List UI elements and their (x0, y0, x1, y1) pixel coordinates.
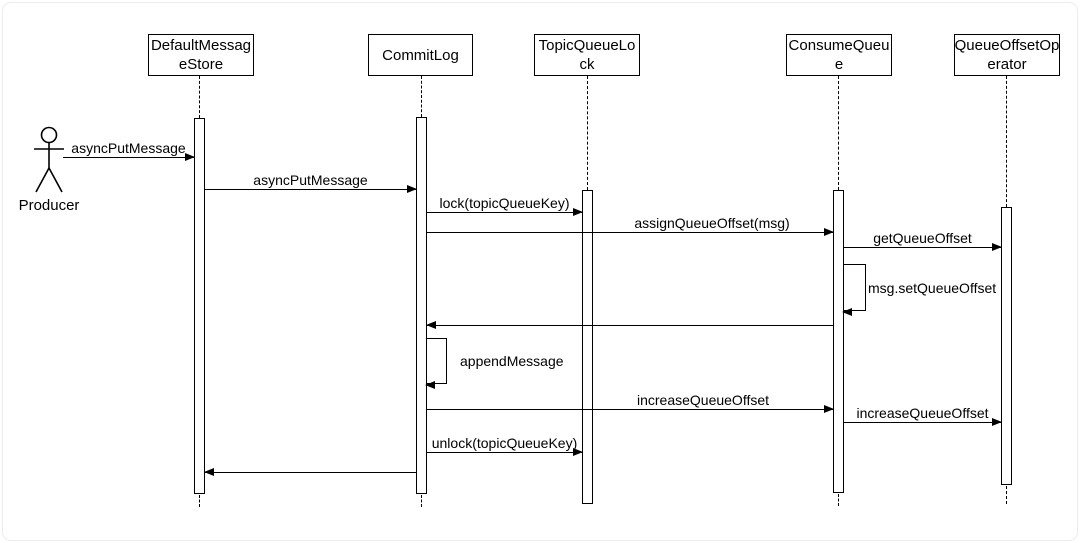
message-line (844, 247, 1001, 248)
message-line (205, 189, 416, 190)
message-label: assignQueueOffset(msg) (634, 215, 790, 231)
message-label: increaseQueueOffset (636, 392, 770, 408)
activation-consumequeue (833, 190, 844, 493)
lifeline-topicqueuelock (587, 76, 588, 190)
participant-consumequeue: ConsumeQueu e (786, 34, 892, 76)
participant-label: eStore (178, 56, 224, 73)
arrowhead-right-icon (407, 185, 417, 193)
message-unlock-topicqueuekey: unlock(topicQueueKey) (427, 435, 583, 456)
message-label: unlock(topicQueueKey) (431, 435, 578, 451)
message-label: msg.setQueueOffset (868, 279, 997, 296)
self-message-appendmessage: appendMessage (425, 338, 564, 389)
lifeline-stub-consumequeue (838, 494, 839, 506)
arrowhead-right-icon (992, 243, 1002, 251)
message-label: asyncPutMessage (253, 172, 368, 188)
message-increasequeueoffset-consumequeue: increaseQueueOffset (844, 405, 1002, 426)
participant-label: e (834, 56, 844, 73)
message-increasequeueoffset-commitlog: increaseQueueOffset (427, 392, 834, 413)
return-message-to-commitlog (426, 321, 833, 329)
message-line (205, 472, 416, 473)
participant-defaultmessagestore: DefaultMessag eStore (148, 34, 254, 76)
return-message-to-defaultmessagestore (204, 468, 416, 476)
message-label: getQueueOffset (873, 230, 972, 246)
lifeline-stub-defaultmessagestore (199, 495, 200, 507)
lifeline-stub-commitlog (421, 495, 422, 507)
message-label: increaseQueueOffset (856, 405, 989, 421)
participant-topicqueuelock: TopicQueueLo ck (534, 34, 640, 76)
arrowhead-left-icon (204, 468, 214, 476)
lifeline-defaultmessagestore (199, 76, 200, 118)
arrowhead-right-icon (992, 418, 1002, 426)
message-label: asyncPutMessage (71, 140, 186, 156)
arrowhead-right-icon (185, 153, 195, 161)
arrowhead-right-icon (573, 208, 583, 216)
message-line (427, 325, 833, 326)
message-line (63, 157, 194, 158)
message-line (427, 232, 833, 233)
self-message-setqueueoffset: msg.setQueueOffset (842, 264, 996, 316)
activation-queueoffsetoperator (1001, 207, 1012, 485)
participant-label: QueueOffsetOp (954, 37, 1060, 54)
lifeline-consumequeue (838, 76, 839, 190)
participant-label: DefaultMessag (150, 37, 252, 54)
arrowhead-right-icon (573, 448, 583, 456)
message-getqueueoffset: getQueueOffset (844, 230, 1002, 251)
message-line (844, 422, 1001, 423)
actor-label-producer: Producer (18, 197, 80, 214)
message-asyncputmessage-producer: asyncPutMessage (63, 140, 195, 161)
arrowhead-left-icon (842, 308, 852, 316)
activation-defaultmessagestore (194, 118, 205, 494)
arrowhead-left-icon (426, 321, 436, 329)
participant-label: ck (579, 56, 595, 73)
activation-commitlog (416, 117, 427, 494)
message-lock-topicqueuekey: lock(topicQueueKey) (427, 195, 583, 216)
message-label: appendMessage (460, 353, 564, 369)
message-line (427, 452, 582, 453)
activation-topicqueuelock (582, 190, 593, 504)
participant-label: ConsumeQueu (788, 37, 890, 54)
lifeline-stub-queueoffsetoperator (1006, 486, 1007, 504)
participant-label: CommitLog (382, 46, 459, 64)
participant-label: erator (987, 56, 1027, 73)
message-line (427, 409, 833, 410)
participant-label: TopicQueueLo (538, 37, 636, 54)
arrowhead-right-icon (824, 228, 834, 236)
participant-queueoffsetoperator: QueueOffsetOp erator (954, 34, 1060, 76)
actor-icon (34, 126, 64, 193)
lifeline-commitlog (421, 76, 422, 117)
message-assignqueueoffset: assignQueueOffset(msg) (427, 215, 834, 236)
participant-commitlog: CommitLog (368, 34, 473, 76)
lifeline-queueoffsetoperator (1006, 76, 1007, 207)
message-line (427, 212, 582, 213)
message-label: lock(topicQueueKey) (439, 195, 570, 211)
message-asyncputmessage-store: asyncPutMessage (205, 172, 417, 193)
arrowhead-right-icon (824, 405, 834, 413)
arrowhead-left-icon (425, 381, 435, 389)
